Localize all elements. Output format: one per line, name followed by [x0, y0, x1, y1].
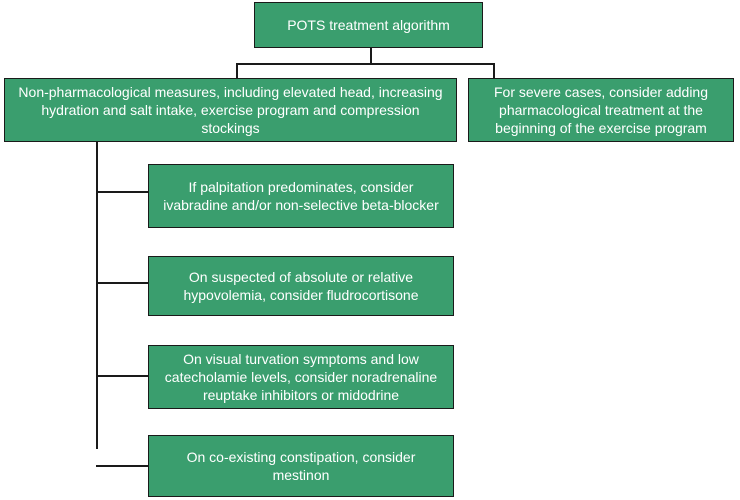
non-pharmacological-label: Non-pharmacological measures, including …: [18, 84, 443, 136]
severe-cases-label: For severe cases, consider adding pharma…: [494, 84, 708, 136]
palpitation-option-box: If palpitation predominates, consider iv…: [148, 164, 454, 228]
connector-to-left-branch: [236, 63, 238, 78]
root-box: POTS treatment algorithm: [254, 2, 483, 48]
constipation-option-label: On co-existing constipation, consider me…: [186, 449, 416, 483]
visual-turvation-option-box: On visual turvation symptoms and low cat…: [148, 345, 454, 409]
visual-turvation-option-label: On visual turvation symptoms and low cat…: [164, 351, 438, 403]
connector-horizontal-split: [236, 63, 495, 65]
connector-option-2: [96, 282, 148, 284]
connector-to-right-branch: [493, 63, 495, 78]
connector-options-trunk: [96, 142, 98, 449]
non-pharmacological-box: Non-pharmacological measures, including …: [4, 78, 457, 142]
constipation-option-box: On co-existing constipation, consider me…: [148, 435, 454, 497]
severe-cases-box: For severe cases, consider adding pharma…: [468, 78, 734, 142]
hypovolemia-option-label: On suspected of absolute or relative hyp…: [183, 269, 419, 303]
connector-option-3: [96, 375, 148, 377]
connector-option-1: [96, 191, 148, 193]
connector-root-down: [370, 48, 372, 64]
palpitation-option-label: If palpitation predominates, consider iv…: [163, 179, 439, 213]
hypovolemia-option-box: On suspected of absolute or relative hyp…: [148, 256, 454, 316]
root-label: POTS treatment algorithm: [287, 17, 450, 33]
connector-option-4: [96, 465, 148, 467]
